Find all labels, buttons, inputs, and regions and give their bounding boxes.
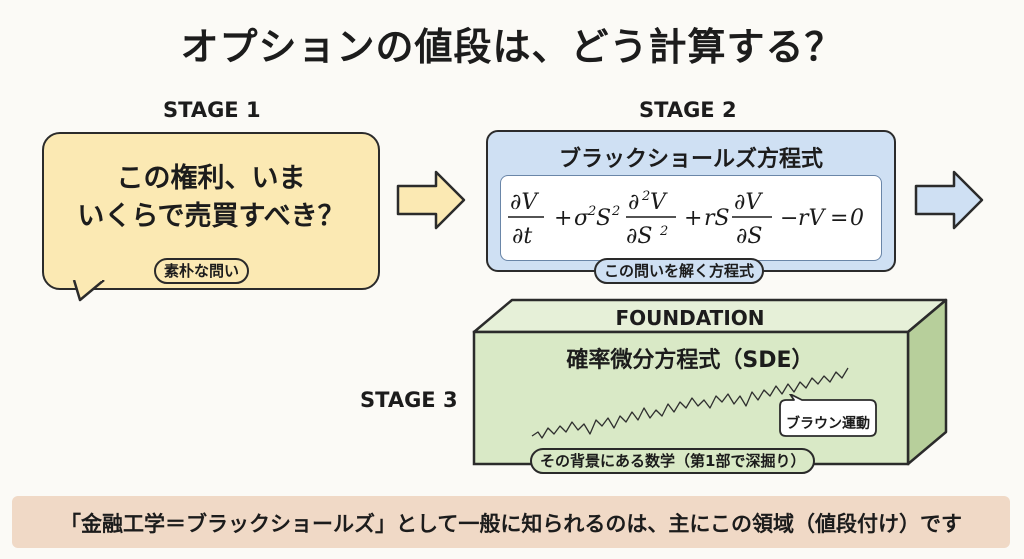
svg-text:S: S (596, 206, 611, 231)
svg-text:∂t: ∂t (512, 224, 532, 249)
sde-title: 確率微分方程式（SDE） (566, 348, 814, 373)
svg-text:2: 2 (641, 189, 650, 204)
callout-bubble (779, 394, 877, 437)
svg-text:∂V: ∂V (510, 190, 539, 215)
svg-text:2: 2 (611, 204, 620, 219)
svg-text:V: V (650, 190, 668, 215)
stage1-pill: 素朴な問い (154, 258, 250, 284)
svg-text:∂S: ∂S (626, 224, 652, 249)
page-title: オプションの値段は、どう計算する？ (180, 25, 844, 69)
svg-text:2: 2 (659, 224, 668, 239)
svg-text:0: 0 (850, 206, 864, 231)
stage3-label: STAGE 3 (360, 388, 458, 412)
svg-text:∂S: ∂S (736, 224, 762, 249)
svg-text:rS: rS (704, 206, 730, 231)
svg-text:−: − (780, 206, 798, 231)
svg-text:rV: rV (798, 206, 827, 231)
arrow-right-icon (396, 170, 466, 230)
stage1-question-line2: いくらで売買すべき？ (77, 201, 345, 232)
stage1-label: STAGE 1 (163, 98, 261, 122)
stage2-label: STAGE 2 (639, 98, 737, 122)
black-scholes-equation: ∂V ∂t + σ 2 S 2 ∂ 2 V ∂S 2 + rS ∂V ∂S − … (508, 189, 864, 249)
svg-text:∂V: ∂V (734, 190, 763, 215)
speech-bubble-tail (72, 280, 105, 302)
stage2-pill: この問いを解く方程式 (594, 258, 765, 284)
foundation-block (472, 298, 948, 466)
summary-banner (12, 496, 1010, 548)
stage1-question-line1: この権利、いま (116, 163, 306, 194)
svg-text:=: = (830, 206, 848, 231)
brownian-callout: ブラウン運動 (786, 416, 870, 432)
svg-text:+: + (684, 206, 702, 231)
stage3-pill: その背景にある数学（第1部で深掘り） (530, 448, 816, 474)
stage1-question: この権利、いま いくらで売買すべき？ (42, 160, 380, 236)
svg-text:2: 2 (587, 204, 596, 219)
arrow-right-icon (914, 170, 984, 230)
svg-text:+: + (554, 206, 572, 231)
stage2-title: ブラックショールズ方程式 (558, 147, 823, 172)
svg-text:σ: σ (574, 206, 590, 231)
svg-text:∂: ∂ (628, 190, 639, 215)
summary-text: 「金融工学＝ブラックショールズ」として一般に知られるのは、主にこの領域（値段付け… (60, 512, 962, 536)
foundation-label: FOUNDATION (615, 306, 765, 330)
